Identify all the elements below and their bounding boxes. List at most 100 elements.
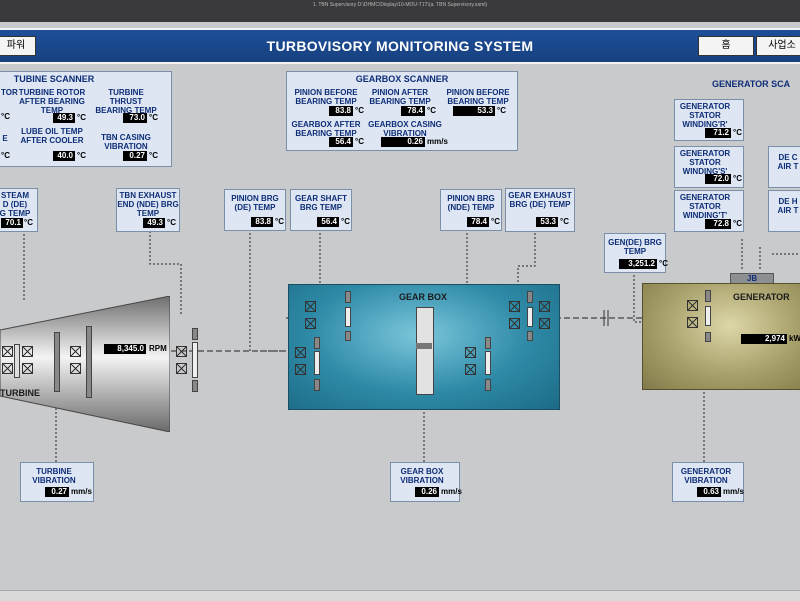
turbine-bearing-icon xyxy=(22,363,33,374)
gearbox-name: GEAR BOX xyxy=(399,292,448,302)
steam-tag-unit: °C xyxy=(24,218,33,227)
exhaust-tag-panel: TBN EXHAUST END (NDE) BRG TEMP 49.3 °C xyxy=(116,188,180,232)
winding-r-unit: °C xyxy=(733,128,742,137)
gearbox-shoe-icon xyxy=(314,337,320,349)
turbine-rotor-disk-icon xyxy=(86,326,92,398)
gear-shaft-tag-label: GEAR SHAFT BRG TEMP xyxy=(295,194,347,212)
turbine-bearing-shoe-icon xyxy=(14,344,20,378)
turbine-vib-panel: TURBINE VIBRATION 0.27 mm/s xyxy=(20,462,94,502)
gb-casing-vib-unit: mm/s xyxy=(427,137,448,146)
gearbox-scanner-title: GEARBOX SCANNER xyxy=(355,74,449,84)
turbine-partial-unit-1: °C xyxy=(1,112,10,121)
steam-tag-value: 70.1 xyxy=(1,218,23,228)
coupling-bearing-icon xyxy=(176,346,187,357)
gearbox-bearing-icon xyxy=(539,318,550,329)
turbine-name: TURBINE xyxy=(0,388,40,398)
page-title: TURBOVISORY MONITORING SYSTEM xyxy=(266,38,534,54)
pinion-nde-tag-value: 78.4 xyxy=(467,217,489,227)
generator-bearing-icon xyxy=(687,300,698,311)
generator-scanner-title: GENERATOR SCA xyxy=(712,79,791,89)
coupling-shoe-icon xyxy=(192,342,198,378)
winding-t-panel: GENERATOR STATOR WINDING'T' 72.8 °C xyxy=(674,190,744,232)
pinion-after-unit: °C xyxy=(427,106,436,115)
turbine-bearing-icon xyxy=(2,363,13,374)
turbine-bearing-icon xyxy=(70,346,81,357)
power-value: 2,974 xyxy=(741,334,787,344)
site-button[interactable]: 사업소 xyxy=(756,36,800,56)
gearbox-bearing-icon xyxy=(295,364,306,375)
de-cold-air-panel: DE C AIR T xyxy=(768,146,800,188)
pinion-before-2-value: 53.3 xyxy=(453,106,495,116)
winding-r-panel: GENERATOR STATOR WINDING'R' 71.2 °C xyxy=(674,99,744,141)
generator-vib-label: GENERATOR VIBRATION xyxy=(680,467,732,485)
winding-s-unit: °C xyxy=(733,174,742,183)
gearbox-shoe-icon xyxy=(485,379,491,391)
exhaust-tag-unit: °C xyxy=(167,218,176,227)
pinion-nde-tag-panel: PINION BRG (NDE) TEMP 78.4 °C xyxy=(440,189,502,231)
tbn-casing-label: TBN CASING VIBRATION xyxy=(101,133,151,151)
gearbox-shoe-icon xyxy=(345,331,351,341)
bull-gear-icon xyxy=(416,307,434,395)
generator-bearing-icon xyxy=(687,317,698,328)
coupling-bearing-icon xyxy=(176,363,187,374)
gear-shaft-tag-value: 56.4 xyxy=(317,217,339,227)
gearbox-vib-panel: GEAR BOX VIBRATION 0.26 mm/s xyxy=(390,462,462,502)
power-button[interactable]: 파워 xyxy=(0,36,36,56)
winding-s-label: GENERATOR STATOR WINDING'S' xyxy=(679,149,731,176)
de-cold-air-label: DE C AIR T xyxy=(777,153,799,171)
rotor-after-label: TURBINE ROTOR AFTER BEARING TEMP xyxy=(18,88,86,115)
gb-after-label: GEARBOX AFTER BEARING TEMP xyxy=(291,120,361,138)
home-button[interactable]: 홈 xyxy=(698,36,754,56)
lube-oil-label: LUBE OIL TEMP AFTER COOLER xyxy=(20,127,84,145)
gearbox-shoe-icon xyxy=(314,379,320,391)
winding-s-panel: GENERATOR STATOR WINDING'S' 72.0 °C xyxy=(674,146,744,188)
de-hot-air-label: DE H AIR T xyxy=(777,197,799,215)
rpm-value: 8,345.0 xyxy=(104,344,146,354)
turbine-bearing-icon xyxy=(2,346,13,357)
gen-de-tag-unit: °C xyxy=(659,259,668,268)
turbine-partial-label-1: TOR xyxy=(1,88,18,97)
winding-t-unit: °C xyxy=(733,219,742,228)
pinion-after-label: PINION AFTER BEARING TEMP xyxy=(369,88,431,106)
turbine-bearing-icon xyxy=(22,346,33,357)
monitoring-canvas: TUBINE SCANNER TOR °C E °C TURBINE ROTOR… xyxy=(0,64,800,590)
turbine-casing xyxy=(0,296,170,432)
lube-oil-unit: °C xyxy=(77,151,86,160)
gearbox-bearing-icon xyxy=(509,301,520,312)
header-bar: 파워 TURBOVISORY MONITORING SYSTEM 홈 사업소 xyxy=(0,28,800,64)
gearbox-scanner-panel: GEARBOX SCANNER PINION BEFORE BEARING TE… xyxy=(286,71,518,151)
exhaust-tag-value: 49.3 xyxy=(143,218,165,228)
gearbox-vib-value: 0.26 xyxy=(415,487,439,497)
gearbox-shoe-icon xyxy=(314,351,320,375)
gearbox-shoe-icon xyxy=(345,291,351,303)
gearbox-shoe-icon xyxy=(527,307,533,327)
generator-name: GENERATOR xyxy=(733,292,790,302)
turbine-partial-unit-2: °C xyxy=(1,151,10,160)
turbine-vib-value: 0.27 xyxy=(45,487,69,497)
pinion-nde-tag-unit: °C xyxy=(491,217,500,226)
turbine-scanner-title: TUBINE SCANNER xyxy=(13,74,95,84)
coupling-shoe-icon xyxy=(192,328,198,340)
gearbox-bearing-icon xyxy=(465,364,476,375)
generator-vib-value: 0.63 xyxy=(697,487,721,497)
steam-tag-panel: STEAM D (DE) G TEMP 70.1 °C xyxy=(0,188,38,232)
winding-t-label: GENERATOR STATOR WINDING'T' xyxy=(679,193,731,220)
gb-casing-vib-value: 0.26 xyxy=(381,137,425,147)
junction-box: JB xyxy=(730,273,774,285)
generator-vib-panel: GENERATOR VIBRATION 0.63 mm/s xyxy=(672,462,744,502)
turbine-scanner-panel: TUBINE SCANNER TOR °C E °C TURBINE ROTOR… xyxy=(0,71,172,167)
gear-exhaust-tag-unit: °C xyxy=(560,217,569,226)
winding-s-value: 72.0 xyxy=(705,174,731,184)
turbine-vib-label: TURBINE VIBRATION xyxy=(32,467,76,485)
gearbox-bearing-icon xyxy=(465,347,476,358)
gb-after-value: 56.4 xyxy=(329,137,353,147)
gear-shaft-tag-unit: °C xyxy=(341,217,350,226)
gear-shaft-tag-panel: GEAR SHAFT BRG TEMP 56.4 °C xyxy=(290,189,352,231)
gearbox-shoe-icon xyxy=(527,291,533,303)
gear-exhaust-tag-label: GEAR EXHAUST BRG (DE) TEMP xyxy=(508,191,572,209)
gear-exhaust-tag-panel: GEAR EXHAUST BRG (DE) TEMP 53.3 °C xyxy=(505,188,575,232)
turbine-vib-unit: mm/s xyxy=(71,487,92,496)
generator-vib-unit: mm/s xyxy=(723,487,744,496)
gearbox-shoe-icon xyxy=(485,351,491,375)
generator-body: GENERATOR 2,974 kW xyxy=(642,283,800,390)
